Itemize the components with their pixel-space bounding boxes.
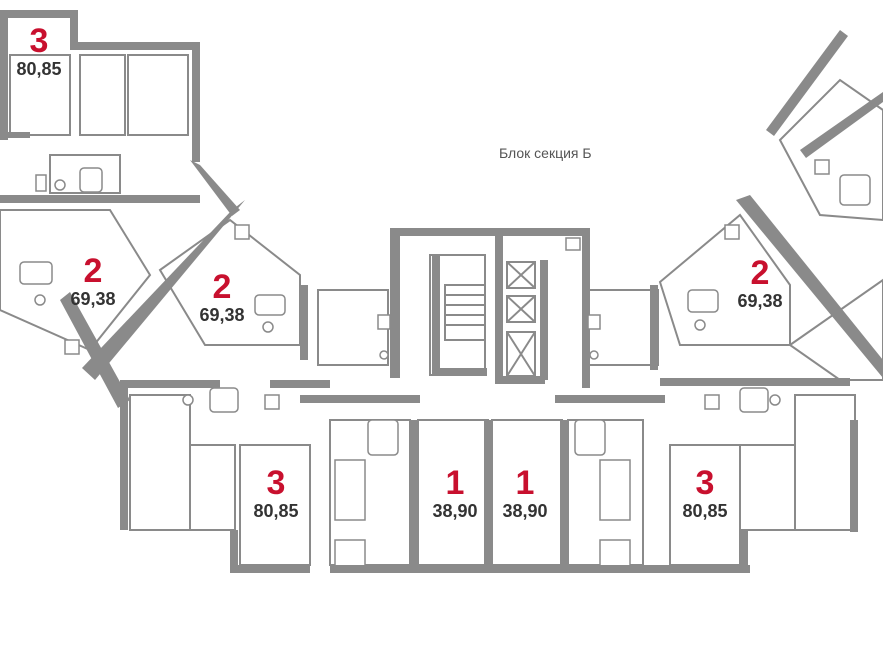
apartment-label: 2 69,38	[62, 254, 124, 308]
apartment-area: 69,38	[737, 291, 783, 311]
apartment-label: 1 38,90	[492, 466, 558, 520]
room-count: 2	[750, 254, 770, 292]
room-count: 1	[515, 464, 535, 502]
apartment-label: 3 80,85	[8, 24, 70, 78]
section-title: Блок секция Б	[499, 145, 592, 161]
bottom-row	[120, 378, 858, 573]
room-count: 2	[212, 268, 232, 306]
wing-right	[587, 30, 883, 381]
room-count: 3	[266, 464, 286, 502]
wing-top-left	[0, 10, 200, 203]
apartment-label: 3 80,85	[244, 466, 308, 520]
room-count: 1	[445, 464, 465, 502]
apartment-area: 69,38	[70, 289, 116, 309]
apartment-area: 80,85	[253, 501, 299, 521]
room-count: 3	[29, 22, 49, 60]
building-core	[390, 228, 590, 388]
apartment-area: 38,90	[432, 501, 478, 521]
apartment-label: 2 69,38	[728, 256, 792, 310]
room-count: 2	[83, 252, 103, 290]
apartment-area: 69,38	[199, 305, 245, 325]
wing-left-diagonal	[0, 160, 391, 408]
apartment-area: 80,85	[16, 59, 62, 79]
apartment-area: 80,85	[682, 501, 728, 521]
apartment-label: 2 69,38	[190, 270, 254, 324]
room-count: 3	[695, 464, 715, 502]
apartment-label: 3 80,85	[673, 466, 737, 520]
apartment-area: 38,90	[502, 501, 548, 521]
apartment-label: 1 38,90	[422, 466, 488, 520]
